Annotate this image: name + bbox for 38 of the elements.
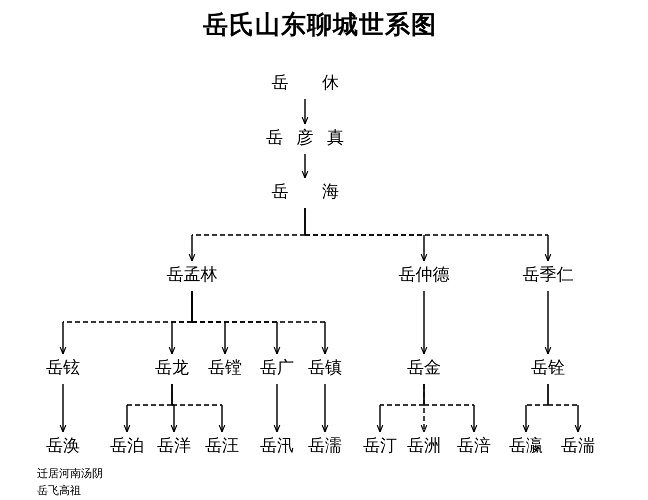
- arrow: [191, 291, 328, 355]
- note-text: 迁居河南汤阴岳飞高祖: [37, 466, 104, 499]
- name-label: 岳涣: [46, 435, 80, 457]
- arrow: [322, 384, 328, 433]
- arrow: [171, 384, 226, 433]
- name-label: 岳泊: [110, 435, 144, 457]
- name-label: 岳汀: [363, 435, 397, 457]
- name-label: 岳铉: [46, 357, 80, 379]
- name-label: 岳濡: [308, 435, 342, 457]
- name-label: 岳仲德: [398, 264, 450, 286]
- name-label: 岳洋: [157, 435, 191, 457]
- arrow: [302, 99, 308, 125]
- arrow: [423, 384, 478, 433]
- arrow: [304, 208, 552, 262]
- name-label: 岳镇: [308, 357, 342, 379]
- name-label: 岳 彦 真: [266, 127, 344, 149]
- arrow: [274, 384, 280, 433]
- name-label: 岳铨: [531, 357, 565, 379]
- name-label: 岳镗: [208, 357, 242, 379]
- name-label: 岳 休: [272, 72, 339, 94]
- arrow: [60, 384, 66, 433]
- name-label: 岳涪: [457, 435, 491, 457]
- arrow: [302, 154, 308, 179]
- name-label: 岳汪: [205, 435, 239, 457]
- arrow: [547, 384, 582, 433]
- arrow: [420, 291, 428, 355]
- title: 岳氏山东聊城世系图: [202, 9, 438, 41]
- name-label: 岳季仁: [522, 264, 574, 286]
- name-label: 岳孟林: [166, 264, 218, 286]
- name-label: 岳金: [407, 357, 441, 379]
- name-label: 岳广: [260, 357, 294, 379]
- arrow: [544, 291, 552, 355]
- name-label: 岳洲: [407, 435, 441, 457]
- name-label: 岳 海: [272, 181, 339, 203]
- name-label: 岳湍: [561, 435, 595, 457]
- name-label: 岳瀛: [509, 435, 543, 457]
- name-label: 岳汛: [260, 435, 294, 457]
- name-label: 岳龙: [155, 357, 189, 379]
